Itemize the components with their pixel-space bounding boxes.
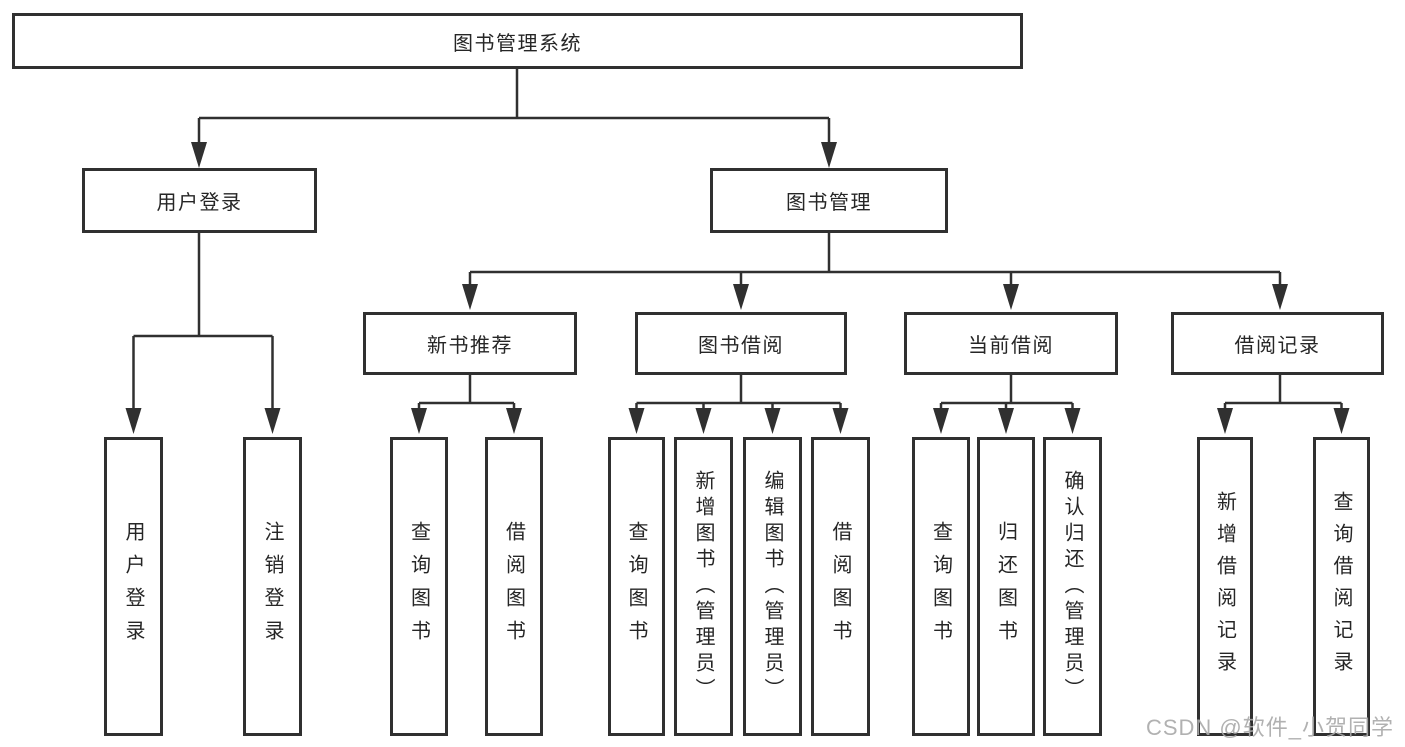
- node-leaf-records-query-record: 查询借阅记录: [1313, 437, 1370, 736]
- node-leaf-user-login: 用户登录: [104, 437, 163, 736]
- node-user-login: 用户登录: [82, 168, 317, 233]
- node-leaf-current-query-books-label: 查询图书: [929, 520, 952, 653]
- arrowheads: [125, 142, 1350, 434]
- node-leaf-user-login-label: 用户登录: [122, 520, 144, 653]
- node-leaf-recommend-query-books: 查询图书: [390, 437, 448, 736]
- node-book-borrowing: 图书借阅: [635, 312, 847, 375]
- node-leaf-borrowing-edit-books: 编辑图书（管理员）: [743, 437, 802, 736]
- node-leaf-current-return-books: 归还图书: [977, 437, 1035, 736]
- node-leaf-logout-label: 注销登录: [261, 520, 283, 653]
- node-leaf-borrowing-add-books: 新增图书（管理员）: [674, 437, 733, 736]
- node-leaf-borrowing-query-books: 查询图书: [608, 437, 665, 736]
- node-leaf-records-query-record-label: 查询借阅记录: [1330, 490, 1352, 683]
- node-leaf-recommend-query-books-label: 查询图书: [407, 520, 430, 653]
- node-current-borrowing-label: 当前借阅: [968, 335, 1054, 357]
- node-leaf-logout: 注销登录: [243, 437, 302, 736]
- node-leaf-recommend-borrow-books-label: 借阅图书: [502, 520, 525, 653]
- node-new-book-recommend-label: 新书推荐: [427, 335, 513, 357]
- node-leaf-borrowing-query-books-label: 查询图书: [625, 520, 647, 653]
- node-leaf-borrowing-add-books-label: 新增图书（管理员）: [692, 469, 714, 704]
- node-current-borrowing: 当前借阅: [904, 312, 1118, 375]
- node-book-management-label: 图书管理: [786, 192, 872, 214]
- node-leaf-records-add-record: 新增借阅记录: [1197, 437, 1253, 736]
- node-leaf-current-confirm-return-label: 确认归还（管理员）: [1061, 469, 1083, 704]
- node-borrowing-records: 借阅记录: [1171, 312, 1384, 375]
- node-leaf-current-query-books: 查询图书: [912, 437, 970, 736]
- node-borrowing-records-label: 借阅记录: [1234, 335, 1321, 357]
- node-book-borrowing-label: 图书借阅: [698, 335, 784, 357]
- node-leaf-current-confirm-return: 确认归还（管理员）: [1043, 437, 1102, 736]
- node-user-login-label: 用户登录: [156, 192, 243, 214]
- node-leaf-current-return-books-label: 归还图书: [994, 520, 1017, 653]
- node-book-management: 图书管理: [710, 168, 948, 233]
- node-leaf-borrowing-edit-books-label: 编辑图书（管理员）: [761, 469, 783, 704]
- watermark-csdn: CSDN @软件_小贺同学: [1145, 715, 1394, 740]
- node-root: 图书管理系统: [12, 13, 1023, 69]
- node-root-label: 图书管理系统: [453, 32, 582, 55]
- node-leaf-records-add-record-label: 新增借阅记录: [1213, 490, 1236, 683]
- node-leaf-borrowing-borrow-books: 借阅图书: [811, 437, 870, 736]
- node-leaf-recommend-borrow-books: 借阅图书: [485, 437, 543, 736]
- node-new-book-recommend: 新书推荐: [363, 312, 577, 375]
- node-leaf-borrowing-borrow-books-label: 借阅图书: [829, 520, 851, 653]
